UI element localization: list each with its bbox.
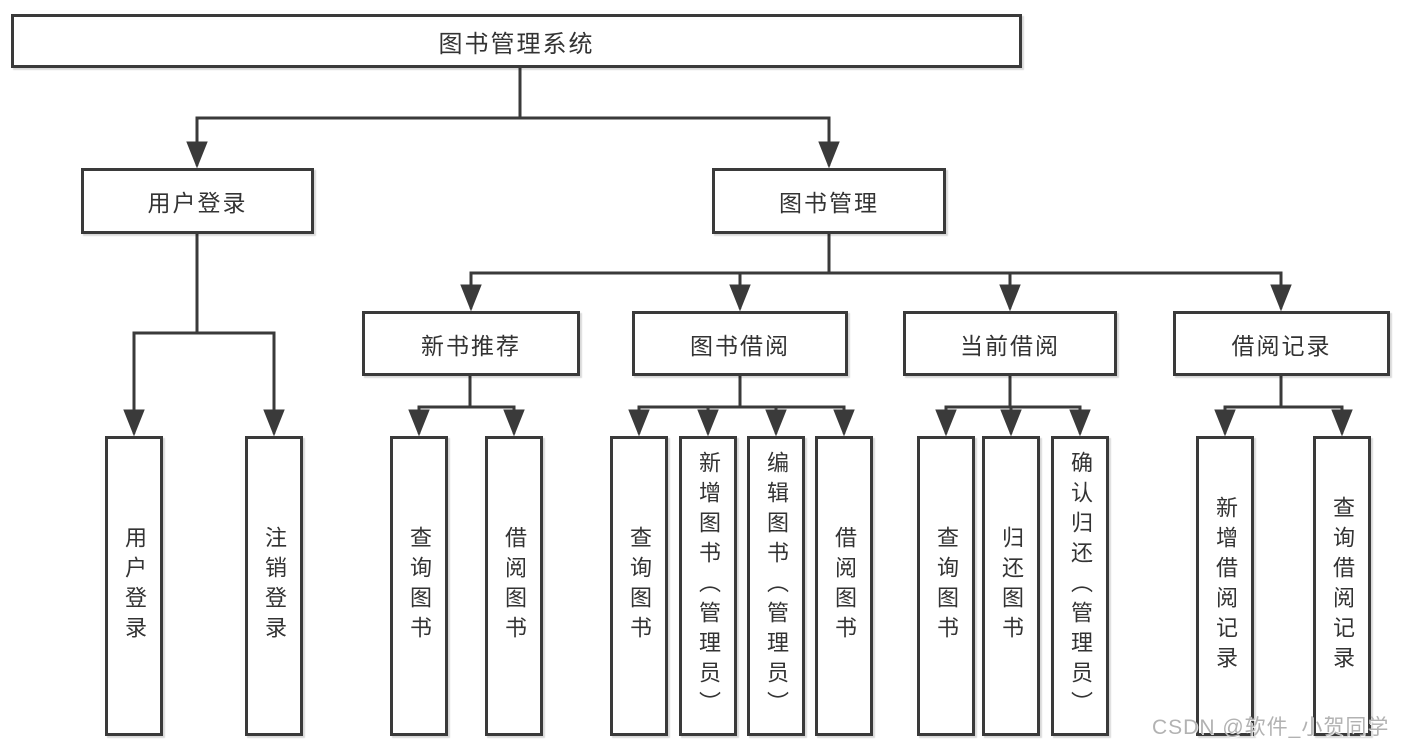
node-borrowing-records: 借阅记录 bbox=[1173, 311, 1390, 376]
node-label: 借阅图书 bbox=[502, 526, 527, 646]
node-label: 注销登录 bbox=[262, 526, 287, 646]
node-query-books-current: 查询图书 bbox=[917, 436, 975, 736]
arrowhead bbox=[123, 409, 145, 437]
node-label: 编辑图书（管理员） bbox=[764, 451, 789, 721]
node-book-borrowing: 图书借阅 bbox=[632, 311, 848, 376]
arrowhead bbox=[833, 409, 855, 437]
arrowhead bbox=[999, 284, 1021, 312]
node-borrow-books-borrowing: 借阅图书 bbox=[815, 436, 873, 736]
arrowhead bbox=[1331, 409, 1353, 437]
node-new-book-recommendation: 新书推荐 bbox=[362, 311, 580, 376]
node-label: 当前借阅 bbox=[960, 332, 1060, 359]
arrowhead bbox=[729, 284, 751, 312]
node-label: 查询图书 bbox=[407, 526, 432, 646]
node-library-management-system: 图书管理系统 bbox=[11, 14, 1022, 68]
node-book-management: 图书管理 bbox=[712, 168, 946, 234]
node-label: 查询图书 bbox=[627, 526, 652, 646]
node-label: 归还图书 bbox=[999, 526, 1024, 646]
arrowhead bbox=[697, 409, 719, 437]
arrowhead bbox=[460, 284, 482, 312]
node-add-books-admin: 新增图书（管理员） bbox=[679, 436, 737, 736]
node-label: 查询借阅记录 bbox=[1330, 496, 1355, 676]
arrowhead bbox=[1069, 409, 1091, 437]
node-add-borrow-record: 新增借阅记录 bbox=[1196, 436, 1254, 736]
connector-login-to-leaves bbox=[123, 232, 285, 437]
node-label: 借阅图书 bbox=[832, 526, 857, 646]
connector-current-to-leaves bbox=[935, 374, 1091, 437]
node-label: 新书推荐 bbox=[421, 332, 521, 359]
arrowhead bbox=[503, 409, 525, 437]
node-label: 新增图书（管理员） bbox=[696, 451, 721, 721]
watermark: CSDN @软件_小贺同学 bbox=[1152, 716, 1390, 739]
arrowhead bbox=[1214, 409, 1236, 437]
arrowhead bbox=[765, 409, 787, 437]
arrowhead bbox=[628, 409, 650, 437]
connector-root-to-level2 bbox=[186, 66, 840, 169]
node-label: 新增借阅记录 bbox=[1213, 496, 1238, 676]
arrowhead bbox=[1270, 284, 1292, 312]
arrowhead bbox=[1000, 409, 1022, 437]
node-confirm-return-admin: 确认归还（管理员） bbox=[1051, 436, 1109, 736]
node-label: 图书管理系统 bbox=[438, 30, 595, 58]
node-label: 确认归还（管理员） bbox=[1068, 451, 1093, 721]
arrowhead bbox=[818, 141, 840, 169]
node-label: 图书管理 bbox=[779, 190, 879, 216]
arrowhead bbox=[186, 141, 208, 169]
node-logout-action: 注销登录 bbox=[245, 436, 303, 736]
node-return-books: 归还图书 bbox=[982, 436, 1040, 736]
node-user-login: 用户登录 bbox=[81, 168, 314, 234]
node-query-books-recommend: 查询图书 bbox=[390, 436, 448, 736]
connector-borrowing-to-leaves bbox=[628, 374, 855, 437]
node-user-login-action: 用户登录 bbox=[105, 436, 163, 736]
arrowhead bbox=[263, 409, 285, 437]
node-label: 用户登录 bbox=[122, 526, 147, 646]
arrowhead bbox=[935, 409, 957, 437]
node-label: 用户登录 bbox=[147, 190, 248, 216]
node-current-borrowing: 当前借阅 bbox=[903, 311, 1117, 376]
connector-management-to-level3 bbox=[460, 232, 1292, 312]
node-borrow-books-recommend: 借阅图书 bbox=[485, 436, 543, 736]
node-label: 借阅记录 bbox=[1231, 332, 1332, 359]
node-query-books-borrowing: 查询图书 bbox=[610, 436, 668, 736]
node-query-borrow-record: 查询借阅记录 bbox=[1313, 436, 1371, 736]
node-edit-books-admin: 编辑图书（管理员） bbox=[747, 436, 805, 736]
node-label: 图书借阅 bbox=[690, 332, 790, 359]
node-label: 查询图书 bbox=[934, 526, 959, 646]
arrowhead bbox=[408, 409, 430, 437]
connector-records-to-leaves bbox=[1214, 374, 1353, 437]
connector-recommend-to-leaves bbox=[408, 374, 525, 437]
